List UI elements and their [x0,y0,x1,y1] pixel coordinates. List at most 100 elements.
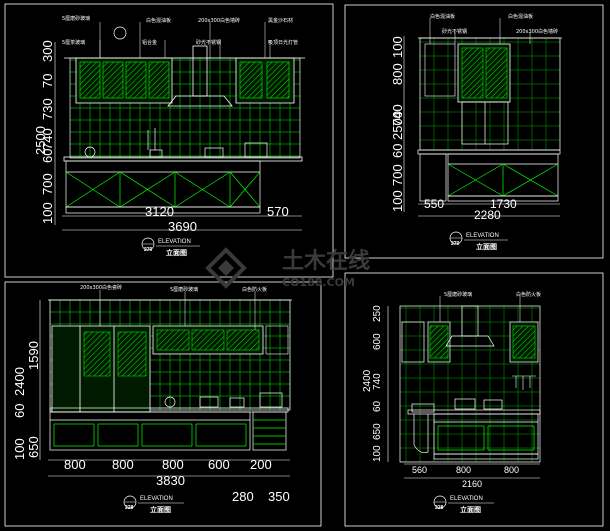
dim-horizontal: 280 [232,489,254,504]
elevation-label: ELEVATION [158,239,191,245]
elevation-bottom-left: 200x300白色瓷砖 5厘磨砂玻璃 白色防火板 1590 2400 60 65… [12,284,292,514]
counter-items [84,128,268,158]
panel-frame-top-right [344,4,604,259]
elevation-symbol-icon [433,495,447,509]
dim-horizontal: 800 [162,457,184,472]
utensil-rail [512,375,536,390]
panel-title: 立面图 [476,242,497,251]
dim-horizontal: 3690 [168,219,197,234]
dim-horizontal: 560 [412,465,427,475]
upper-cabinets [424,43,511,103]
dim-vertical: 60 [40,149,55,163]
dim-vertical: 250 [372,305,383,322]
watermark: 土木在线 CO188.COM [205,247,370,289]
panel-frame-bottom-right [344,272,604,527]
dim-vertical: 70 [40,74,55,88]
section-marker-icon [113,26,127,40]
callout: 5厘磨砂玻璃 [170,286,198,293]
dim-horizontal: 800 [64,457,86,472]
elevation-top-right: 白色混油板 白色混油板 砂光不锈钢 200x300白色墙砖 100 800 25… [390,13,562,251]
elevation-bottom-right: 5厘磨砂玻璃 白色防火板 250 600 2400 740 60 650 100… [362,291,541,514]
callout: 5厘茶玻璃 [62,39,85,46]
window [461,101,509,145]
base-cabinets [413,413,539,460]
dim-vertical: 2500 [33,126,48,155]
dim-vertical: 800 [390,63,405,85]
callout-leaders [99,22,271,58]
elevation-label: ELEVATION [140,496,173,502]
window [51,325,151,413]
dim-vertical: 60 [12,404,27,418]
dim-vertical: 650 [372,423,383,440]
base-cabinets [49,411,287,451]
panel-frame-top-left [4,3,334,278]
elevation-symbol-icon [123,495,137,509]
callout: 200x300白色墙砖 [516,28,558,35]
dim-horizontal: 600 [208,457,230,472]
callout: 铝合金 [142,39,157,46]
dim-vertical: 100 [372,445,383,462]
dim-vertical: 2400 [362,369,373,392]
panel-title: 立面图 [166,248,187,257]
dim-vertical: 730 [40,98,55,120]
range-hood [167,45,233,107]
watermark-domain: CO188.COM [282,276,355,289]
panel-title: 立面图 [460,505,481,514]
dim-horizontal: 3830 [156,473,185,488]
symbol-number: 270 [144,247,153,253]
upper-cabinets [152,325,289,355]
dim-horizontal: 200 [250,457,272,472]
elevation-symbol-icon [141,237,155,251]
panel-title: 立面图 [150,505,171,514]
dim-vertical: 100 [40,202,55,224]
dim-horizontal: 800 [112,457,134,472]
range-hood [445,305,495,347]
upper-cabinets [401,321,539,363]
counter-items [164,392,283,408]
callout: 砂光不锈钢 [196,39,221,46]
elevation-symbol-icon [449,231,463,245]
callout: 200x300白色瓷砖 [80,284,122,291]
dim-horizontal: 550 [424,197,444,211]
upper-cabinets-left [75,57,173,104]
base-cabinets [65,160,261,214]
dim-vertical: 100 [12,438,27,460]
dim-vertical: 650 [26,436,41,458]
dim-horizontal: 350 [268,489,290,504]
symbol-number: 228 [435,505,444,511]
callout: 白色混油板 [430,13,455,20]
elevation-label: ELEVATION [450,496,483,502]
callout: 5厘磨砂玻璃 [62,15,90,22]
dim-vertical: 2500 [390,111,405,140]
base-cabinets [419,153,559,202]
dim-horizontal: 800 [504,465,519,475]
callout: 200x300白色墙砖 [198,17,240,24]
callout: 5厘磨砂玻璃 [444,291,472,298]
callout: 砂光不锈钢 [442,28,467,35]
callout: 白色防火板 [242,286,267,293]
callout: 白色防火板 [516,291,541,298]
dim-horizontal: 1730 [490,197,517,211]
dim-vertical: 100 [390,36,405,58]
dim-vertical: 60 [390,144,405,158]
dim-horizontal: 570 [267,204,289,219]
callout: 白色混油板 [508,13,533,20]
dim-vertical: 600 [372,333,383,350]
symbol-number: 270 [451,241,460,247]
callout: 黑金沙石材 [268,17,293,24]
dim-vertical: 1590 [26,341,41,370]
dim-vertical: 300 [40,40,55,62]
counter-items [411,398,503,413]
watermark-name: 土木在线 [282,248,370,274]
watermark-logo-icon [205,247,247,289]
panel-frame-bottom-left [4,281,322,527]
dim-horizontal: 2280 [474,208,501,222]
dim-vertical: 740 [40,128,55,150]
elevation-top-left: 5厘磨砂玻璃 5厘茶玻璃 白色混油板 铝合金 200x300白色墙砖 砂光不锈钢… [33,15,305,257]
dim-horizontal: 3120 [145,204,174,219]
elevation-label: ELEVATION [466,233,499,239]
dim-vertical: 740 [390,104,405,126]
dim-vertical: 740 [372,373,383,390]
callout: 吸顶日光灯管 [268,39,298,46]
